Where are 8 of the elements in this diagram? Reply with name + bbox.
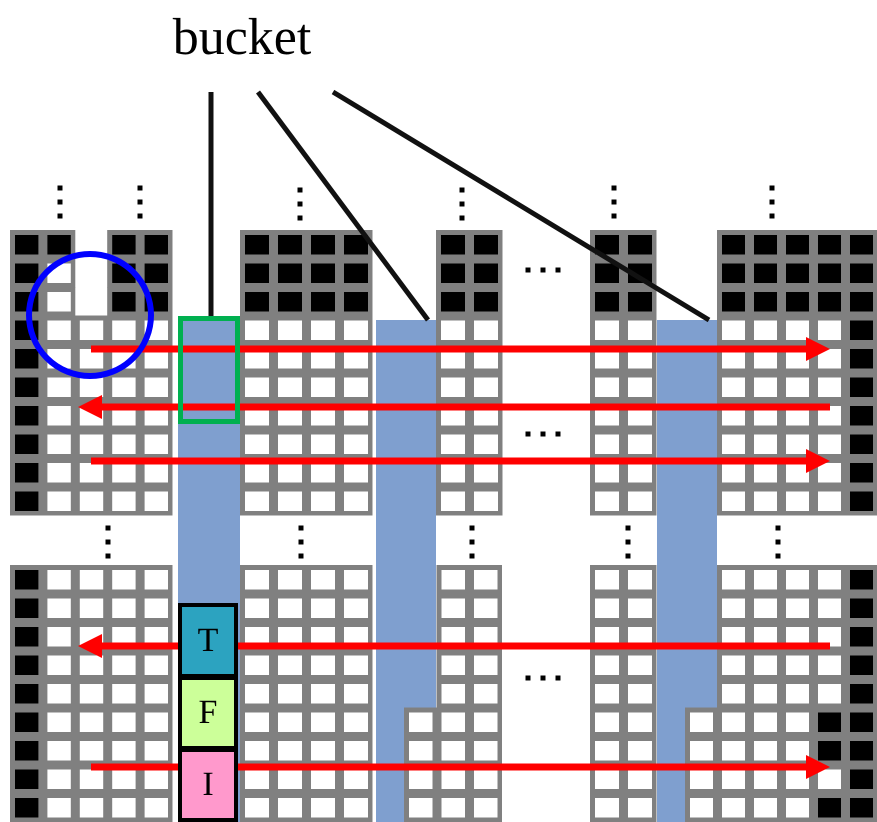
highlight-frame xyxy=(178,316,240,424)
leader-line xyxy=(256,90,430,322)
letter-tile: I xyxy=(178,748,238,822)
letter-tile: F xyxy=(178,676,238,750)
heading-text: bucket xyxy=(150,8,334,70)
letter-tile: T xyxy=(178,603,238,678)
leader-line xyxy=(208,92,214,316)
bucket-column xyxy=(178,316,240,822)
